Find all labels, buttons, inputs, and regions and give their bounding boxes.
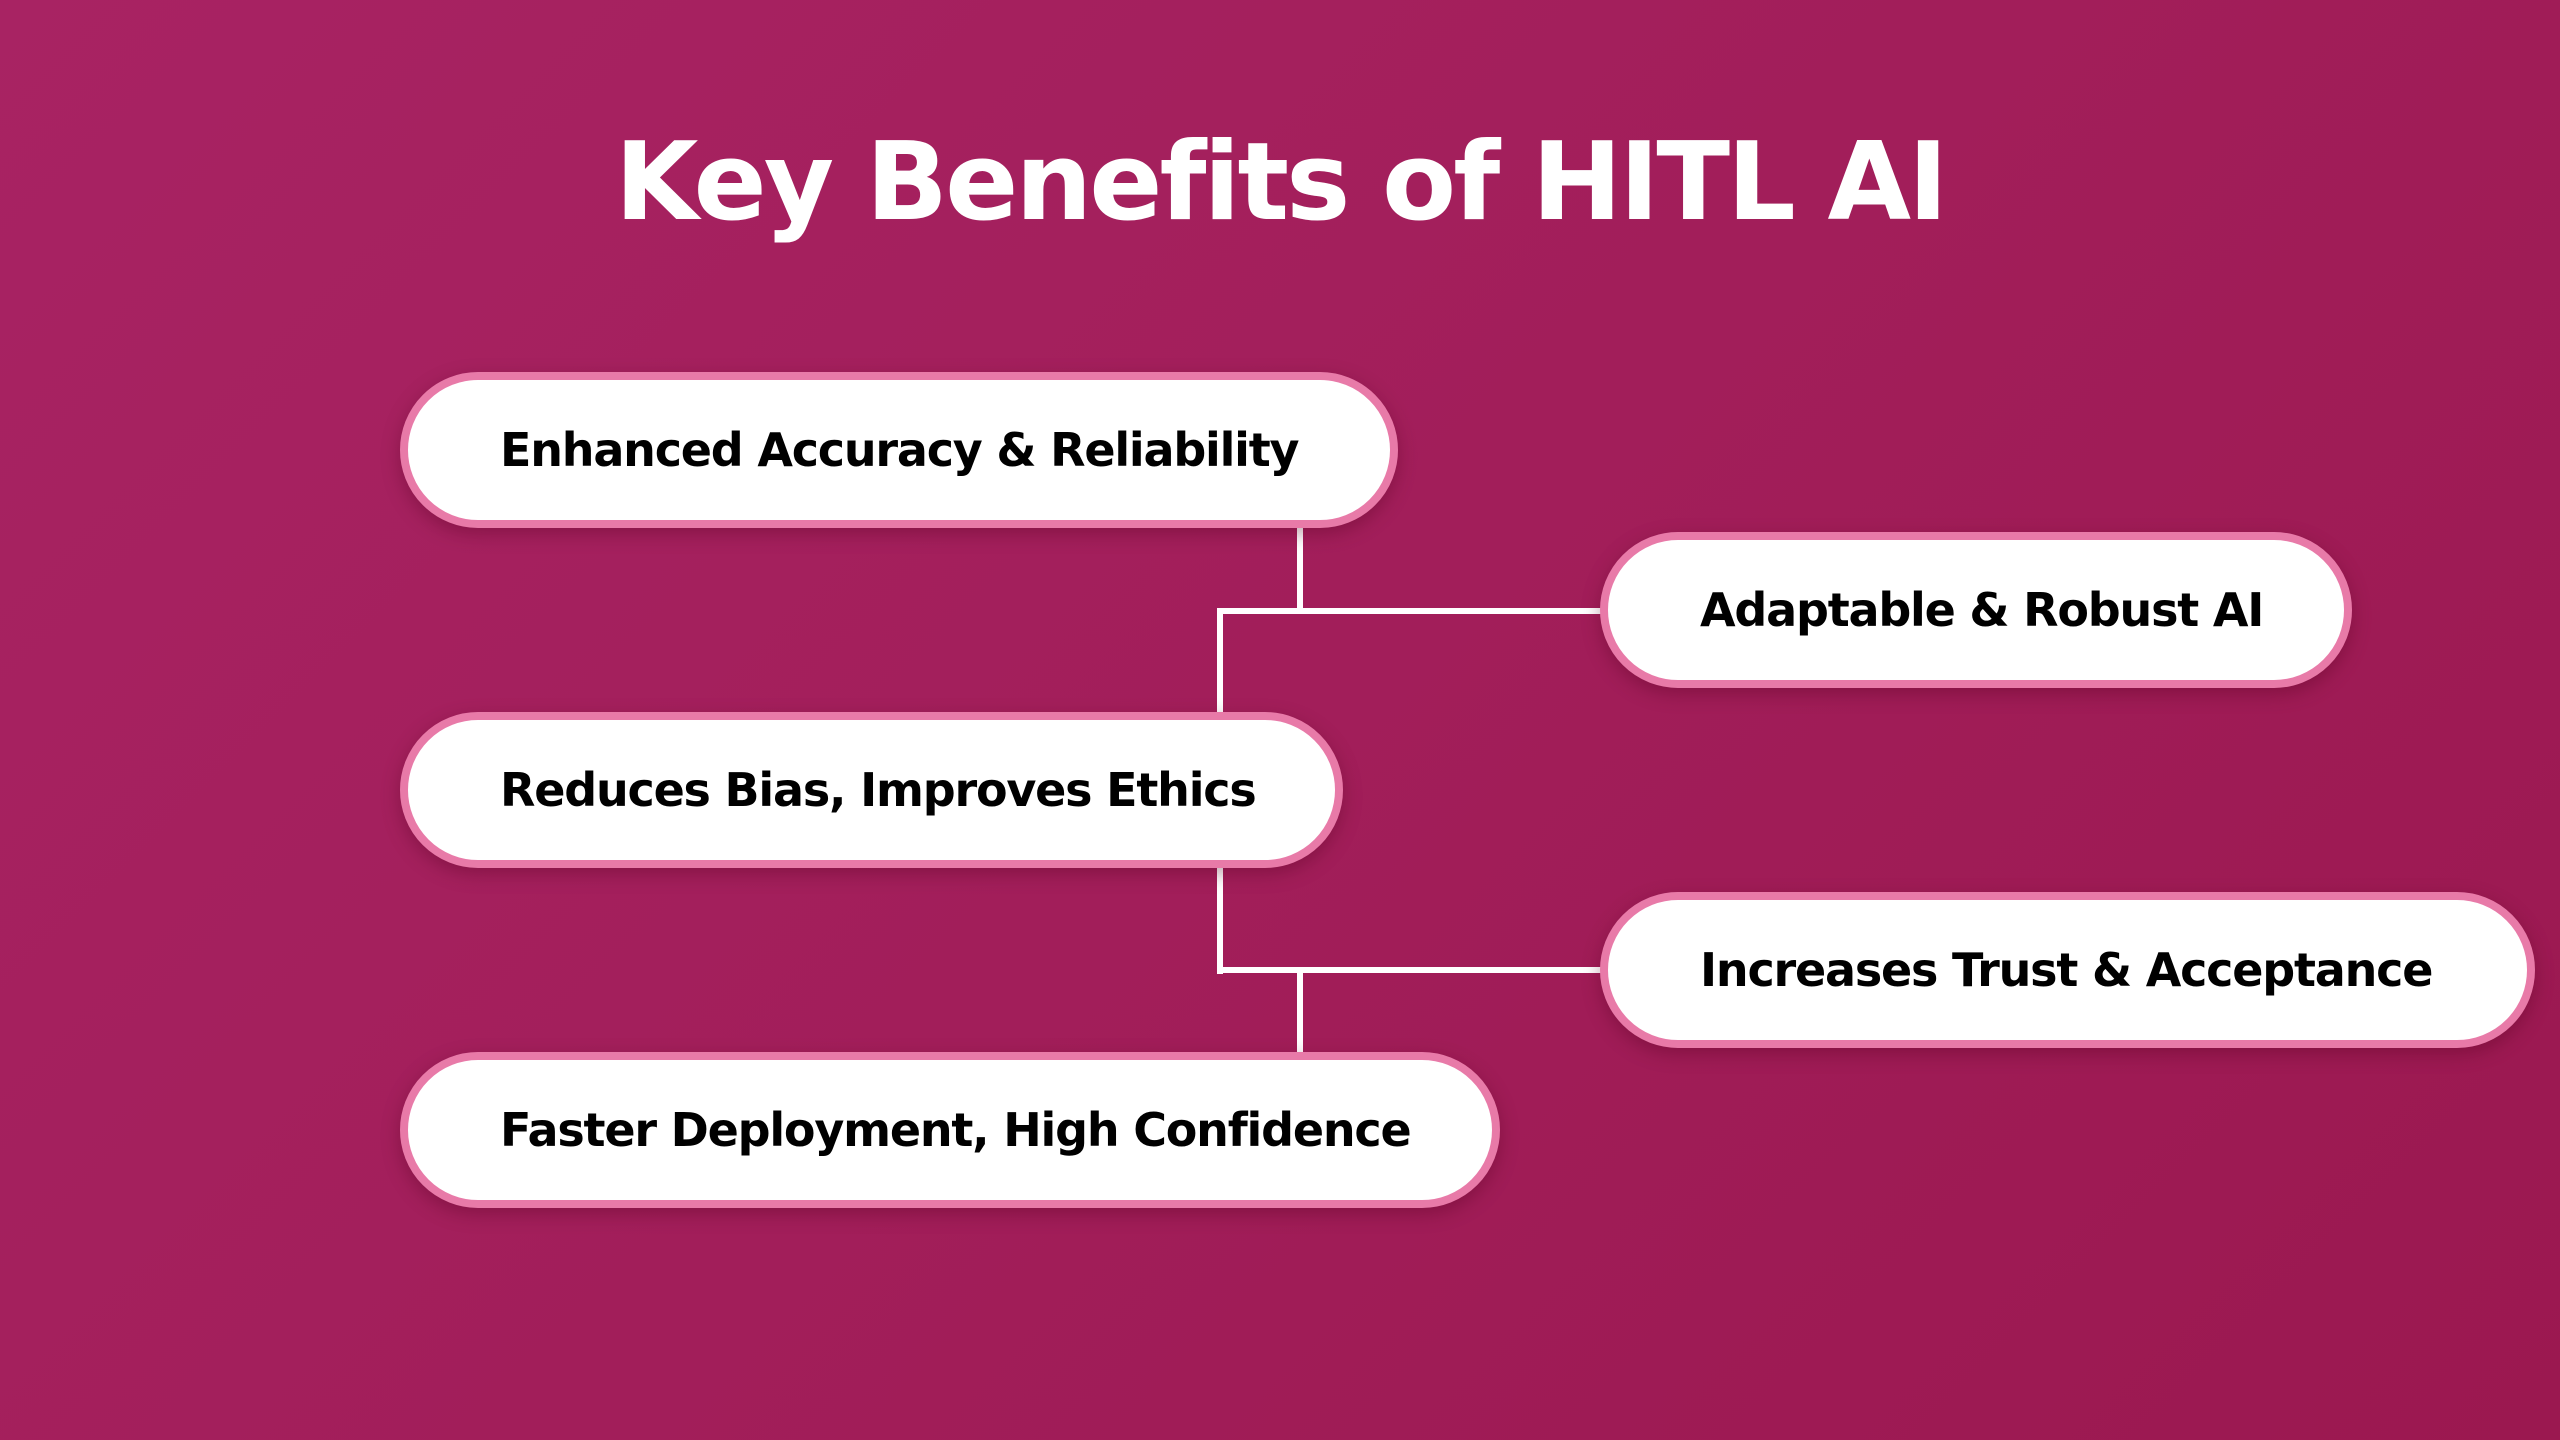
connector-lower-to-pill5 [1297, 967, 1303, 1055]
connector-lower-horizontal [1217, 967, 1607, 973]
benefit-label: Faster Deployment, High Confidence [500, 1103, 1412, 1157]
benefit-label: Reduces Bias, Improves Ethics [500, 763, 1257, 817]
benefit-label: Increases Trust & Acceptance [1700, 943, 2433, 997]
benefit-node-trust: Increases Trust & Acceptance [1600, 892, 2535, 1048]
page-title: Key Benefits of HITL AI [614, 120, 1948, 245]
benefit-node-accuracy: Enhanced Accuracy & Reliability [400, 372, 1398, 528]
benefit-node-bias: Reduces Bias, Improves Ethics [400, 712, 1343, 868]
benefit-label: Enhanced Accuracy & Reliability [500, 423, 1300, 477]
connector-upper-to-pill3 [1217, 608, 1223, 716]
connector-pill3-down [1217, 866, 1223, 974]
connector-upper-horizontal [1217, 608, 1607, 614]
benefit-node-deployment: Faster Deployment, High Confidence [400, 1052, 1500, 1208]
benefit-label: Adaptable & Robust AI [1700, 583, 2264, 637]
benefit-node-adaptable: Adaptable & Robust AI [1600, 532, 2352, 688]
connector-pill1-down [1297, 526, 1303, 614]
